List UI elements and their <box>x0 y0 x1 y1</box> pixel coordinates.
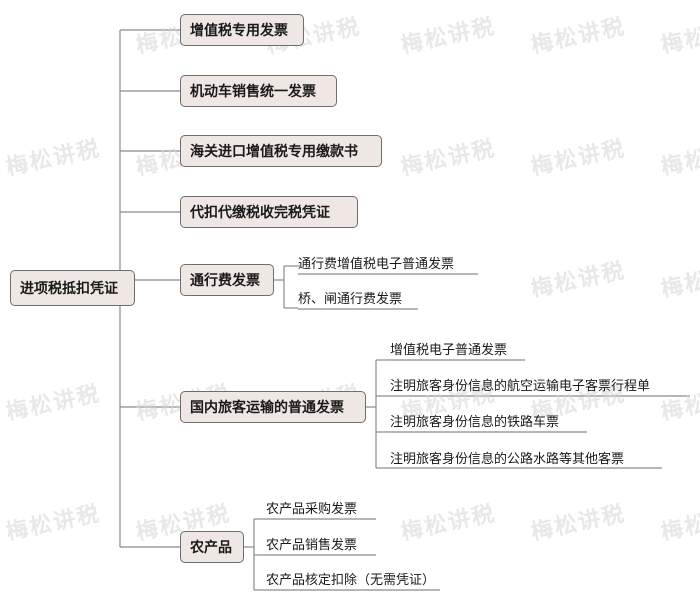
branch-node-agricultural-products: 农产品 <box>180 531 244 563</box>
leaf-railway-ticket: 注明旅客身份信息的铁路车票 <box>390 415 560 430</box>
leaf-air-e-ticket-itinerary: 注明旅客身份信息的航空运输电子客票行程单 <box>390 379 651 394</box>
branch-label: 机动车销售统一发票 <box>190 84 316 100</box>
leaf-toll-vat-e-invoice: 通行费增值税电子普通发票 <box>298 257 455 272</box>
leaf-agri-sales-invoice: 农产品销售发票 <box>266 538 358 553</box>
branch-node-vat-special-invoice: 增值税专用发票 <box>180 14 304 46</box>
branch-node-motor-vehicle-invoice: 机动车销售统一发票 <box>180 75 337 107</box>
branch-node-customs-payment-book: 海关进口增值税专用缴款书 <box>180 135 382 167</box>
branch-label: 增值税专用发票 <box>190 23 288 39</box>
leaf-agri-purchase-invoice: 农产品采购发票 <box>266 502 358 517</box>
leaf-agri-approved-deduction: 农产品核定扣除（无需凭证） <box>266 573 436 588</box>
branch-label: 国内旅客运输的普通发票 <box>190 400 344 416</box>
branch-label: 海关进口增值税专用缴款书 <box>190 144 358 160</box>
leaf-vat-e-general-invoice: 增值税电子普通发票 <box>390 343 508 358</box>
branch-label: 农产品 <box>190 540 232 556</box>
branch-node-domestic-passenger-invoice: 国内旅客运输的普通发票 <box>180 391 366 423</box>
branch-node-toll-invoice: 通行费发票 <box>180 264 274 296</box>
branch-node-withholding-tax-certificate: 代扣代缴税收完税凭证 <box>180 196 358 228</box>
branch-label: 代扣代缴税收完税凭证 <box>190 205 330 221</box>
root-label: 进项税抵扣凭证 <box>20 281 118 297</box>
leaf-road-water-ticket: 注明旅客身份信息的公路水路等其他客票 <box>390 452 625 467</box>
leaf-bridge-gate-toll-invoice: 桥、闸通行费发票 <box>298 292 403 307</box>
root-node: 进项税抵扣凭证 <box>10 270 135 306</box>
branch-label: 通行费发票 <box>190 273 260 289</box>
